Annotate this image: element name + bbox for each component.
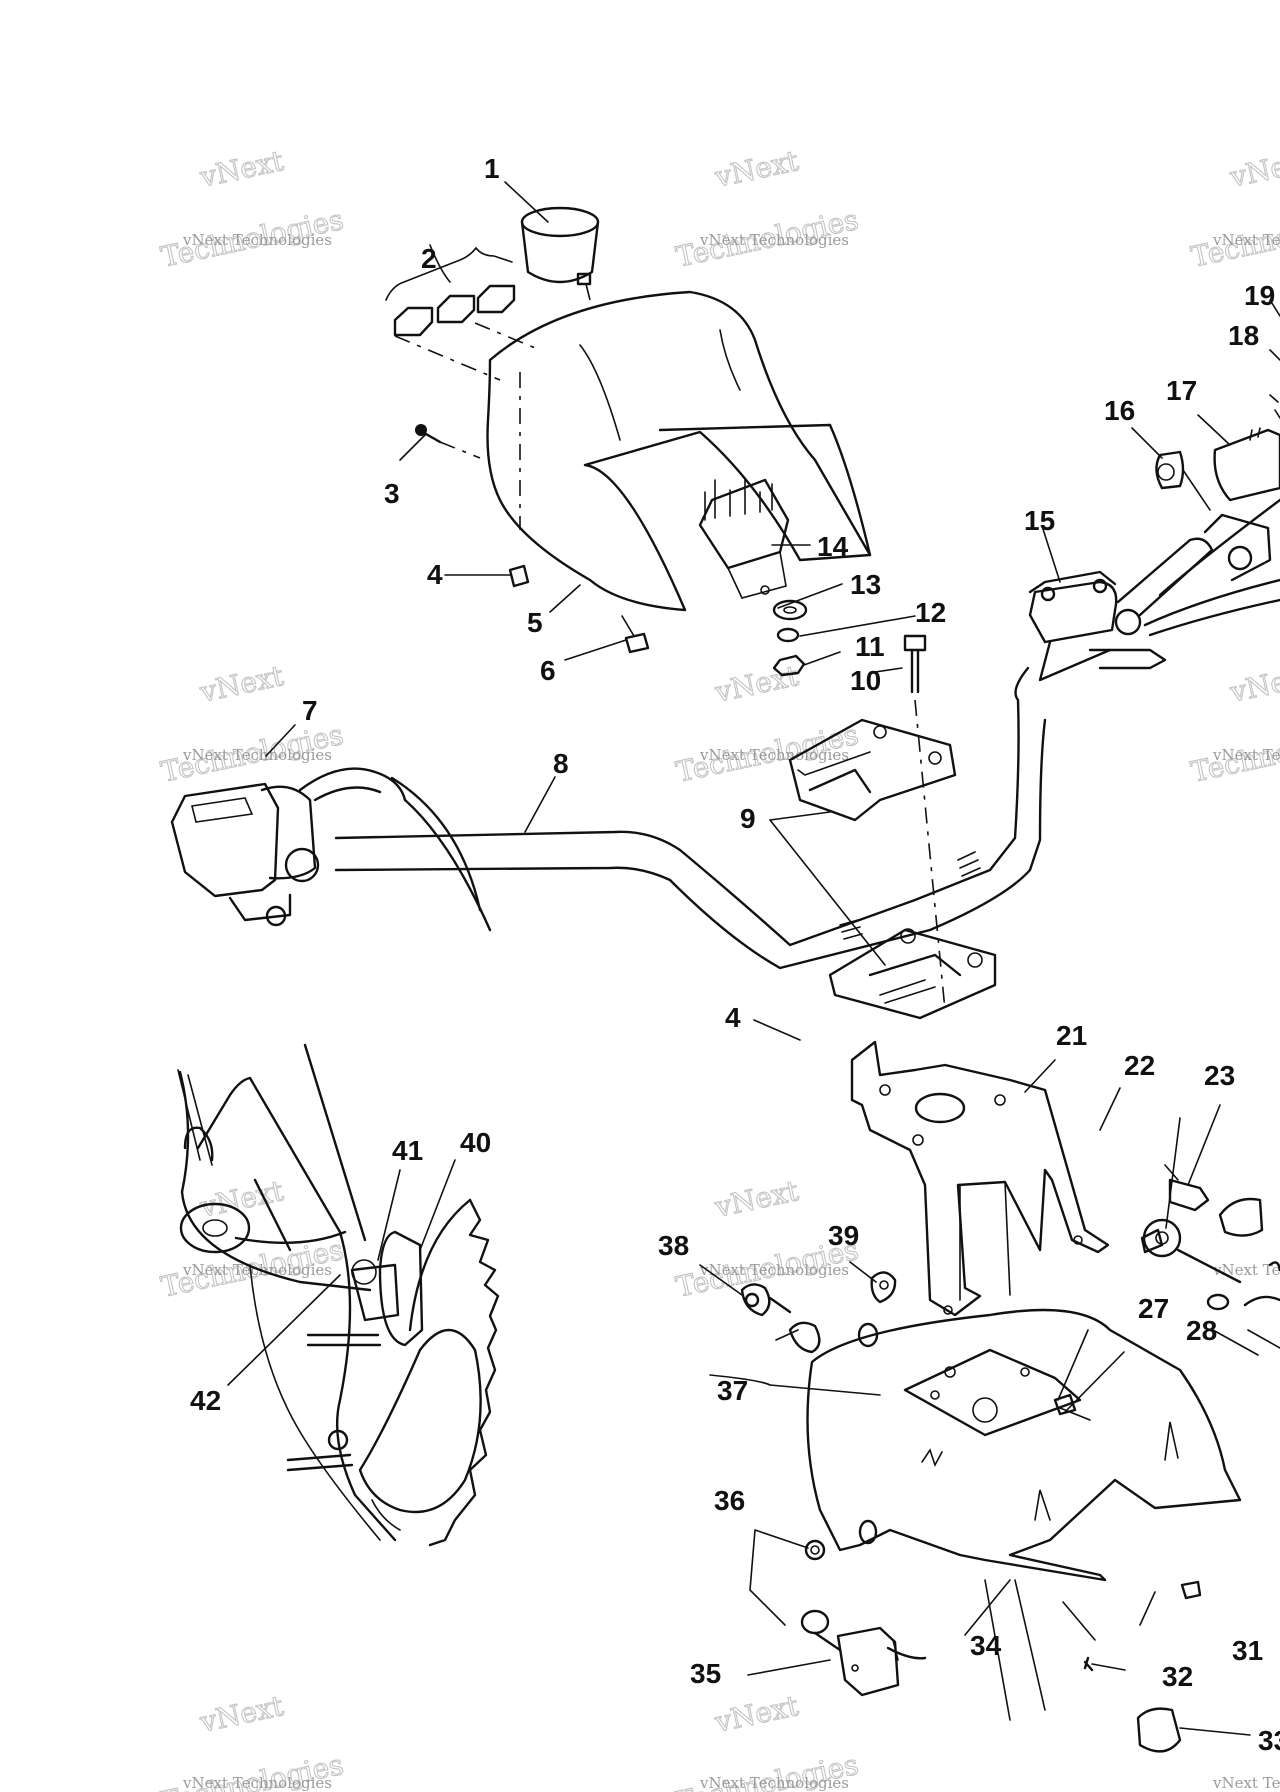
callout-32: 32 (1162, 1661, 1193, 1692)
watermark-logo: vNext (711, 1689, 802, 1739)
gauge-part (520, 206, 600, 286)
callout-labels: 1 2 3 4 5 6 7 8 9 10 11 12 13 14 15 16 1… (190, 153, 1280, 1756)
callout-9: 9 (740, 803, 756, 834)
watermark-small: vNext Technologies (699, 1261, 849, 1279)
callout-3: 3 (384, 478, 400, 509)
watermark-small: vNext Technologies (182, 231, 332, 249)
watermark-1: vNext Technologies (158, 143, 347, 274)
callout-11: 11 (855, 631, 885, 662)
watermark-small: vNext Technologies (1212, 231, 1280, 249)
handlebar-clamp-upper (788, 718, 957, 822)
callout-27: 27 (1138, 1293, 1169, 1324)
parts-23-27 (1140, 1164, 1280, 1307)
watermark-small: vNext Technologies (1212, 1774, 1280, 1792)
start-switch-17 (1213, 427, 1280, 502)
callout-1: 1 (484, 153, 500, 184)
callout-6: 6 (540, 655, 556, 686)
kill-switch-16 (1155, 450, 1211, 511)
callout-14: 14 (817, 531, 849, 562)
callout-15: 15 (1024, 505, 1055, 536)
callout-17: 17 (1166, 375, 1197, 406)
callout-2: 2 (421, 243, 437, 274)
callout-38: 38 (658, 1230, 689, 1261)
watermark-small: vNext Technologies (699, 746, 849, 764)
callout-8: 8 (553, 748, 569, 779)
hardware-10-13 (772, 599, 927, 694)
watermark-10: vNext Technologies (1188, 658, 1280, 789)
callout-34: 34 (970, 1630, 1002, 1661)
callout-7: 7 (302, 695, 318, 726)
brake-cables (390, 776, 492, 932)
left-brake-master (170, 767, 407, 927)
callout-4b: 4 (725, 1002, 741, 1033)
right-throttle-grip (1116, 498, 1280, 637)
callout-33: 33 (1258, 1725, 1280, 1756)
headlight-pod (486, 290, 872, 612)
throttle-18-19 (1269, 394, 1280, 419)
callout-40: 40 (460, 1127, 491, 1158)
watermark-small: vNext Technologies (182, 746, 332, 764)
watermark-small: vNext Technologies (182, 1774, 332, 1792)
watermark-9: vNext Technologies (1188, 143, 1280, 274)
callout-22: 22 (1124, 1050, 1155, 1081)
bulb-socket (698, 477, 790, 599)
watermark-small: vNext Technologies (699, 1774, 849, 1792)
callout-19: 19 (1244, 280, 1275, 311)
switch-35 (800, 1609, 927, 1697)
watermark-logo: vNext (711, 1174, 802, 1224)
watermark-small: vNext Technologies (699, 231, 849, 249)
watermark-2: vNext Technologies (673, 143, 862, 274)
callout-41: 41 (392, 1135, 423, 1166)
watermark-logo: vNext (711, 659, 802, 709)
callout-13: 13 (850, 569, 881, 600)
watermark-logo: vNext (196, 144, 287, 194)
callout-36: 36 (714, 1485, 745, 1516)
callout-5: 5 (527, 607, 543, 638)
watermark-small: vNext Technologies (1212, 746, 1280, 764)
watermark-small: vNext Technologies (1212, 1261, 1280, 1279)
watermark-logo: vNext (711, 144, 802, 194)
indicator-lenses (385, 246, 516, 337)
callout-4: 4 (427, 559, 443, 590)
callout-18: 18 (1228, 320, 1259, 351)
callout-42: 42 (190, 1385, 221, 1416)
callout-23: 23 (1204, 1060, 1235, 1091)
watermark-4: vNext Technologies (673, 658, 862, 789)
right-brake-master (1028, 570, 1167, 682)
callout-16: 16 (1104, 395, 1135, 426)
steering-bracket (850, 1040, 1110, 1317)
inset-caliper-detail (177, 1043, 500, 1547)
callout-37: 37 (717, 1375, 748, 1406)
callout-21: 21 (1056, 1020, 1087, 1051)
watermark-logo: vNext (1226, 144, 1280, 194)
watermark-logo: vNext (196, 659, 287, 709)
watermark-logo: vNext (196, 1689, 287, 1739)
watermark-logo: vNext (1226, 659, 1280, 709)
callout-31: 31 (1232, 1635, 1263, 1666)
callout-12: 12 (915, 597, 946, 628)
callout-28: 28 (1186, 1315, 1217, 1346)
front-fender-cover (806, 1308, 1242, 1721)
watermark-group: vNext Technologies vNext Technologies vN… (158, 143, 1280, 1792)
callout-39: 39 (828, 1220, 859, 1251)
handlebar-clamp-lower (828, 928, 997, 1020)
handlebar (334, 666, 1047, 970)
callout-10: 10 (850, 665, 881, 696)
leader-lines (227, 181, 1280, 1736)
fasteners-upper (415, 424, 650, 654)
small-parts-lower (740, 1271, 1230, 1753)
callout-35: 35 (690, 1658, 721, 1689)
